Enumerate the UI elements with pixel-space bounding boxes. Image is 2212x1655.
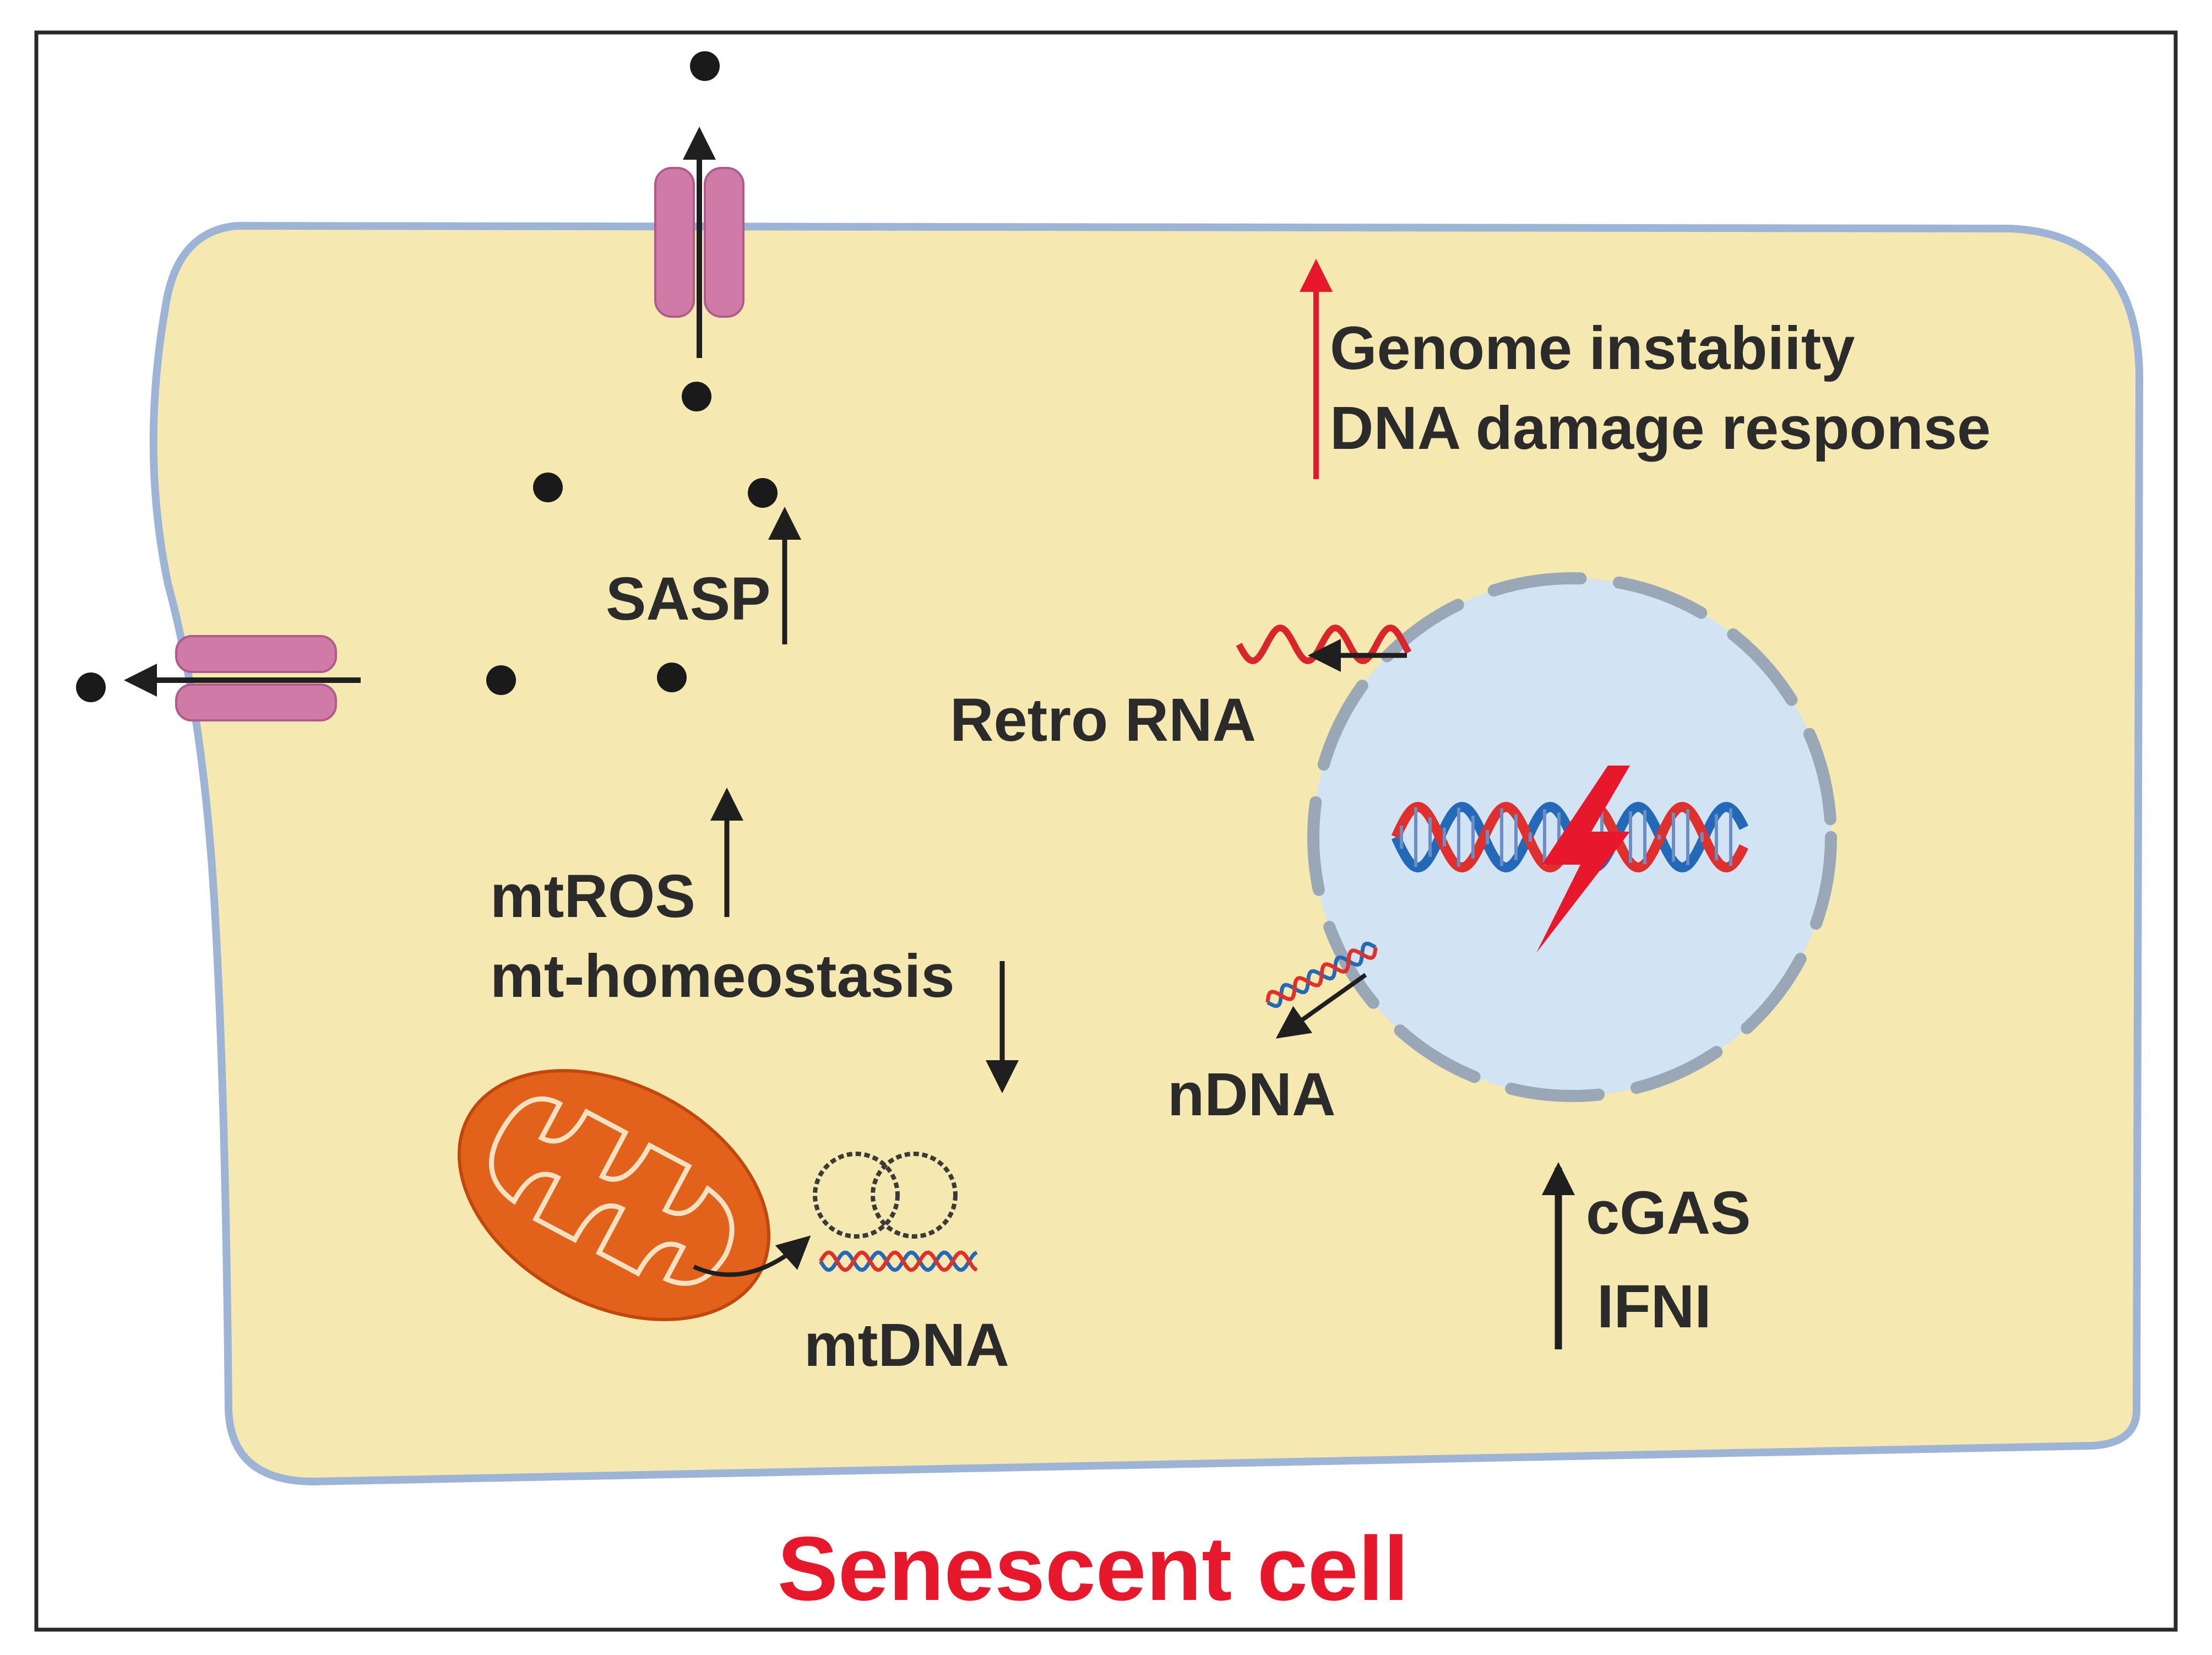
mtdna-circles bbox=[813, 1152, 958, 1239]
mitochondrion bbox=[457, 1069, 771, 1321]
mtdna-label: mtDNA bbox=[804, 1311, 1009, 1379]
mtdna-release-arrow bbox=[693, 1235, 811, 1277]
cgas-label: cGAS bbox=[1586, 1179, 1751, 1247]
sasp-factor-dots bbox=[76, 51, 778, 702]
top-membrane-channel bbox=[654, 167, 744, 318]
sasp-label: SASP bbox=[606, 565, 771, 633]
dna-damage-lightning-icon bbox=[1536, 766, 1630, 953]
left-membrane-channel bbox=[175, 635, 337, 721]
figure-caption: Senescent cell bbox=[778, 1518, 1409, 1619]
dna-damage-response-label: DNA damage response bbox=[1330, 394, 1991, 462]
ndna-label: nDNA bbox=[1167, 1061, 1336, 1128]
genome-instability-label: Genome instabiity bbox=[1330, 314, 1855, 382]
ifni-label: IFNI bbox=[1597, 1273, 1711, 1341]
ndna-release-arrow bbox=[1275, 973, 1367, 1039]
retro-rna-label: Retro RNA bbox=[950, 686, 1256, 754]
mtdna-fragment bbox=[819, 1250, 978, 1272]
mt-homeostasis-label: mt-homeostasis bbox=[490, 942, 955, 1010]
cytosolic-ndna-fragment bbox=[1265, 941, 1378, 1008]
mtros-label: mtROS bbox=[490, 862, 695, 930]
